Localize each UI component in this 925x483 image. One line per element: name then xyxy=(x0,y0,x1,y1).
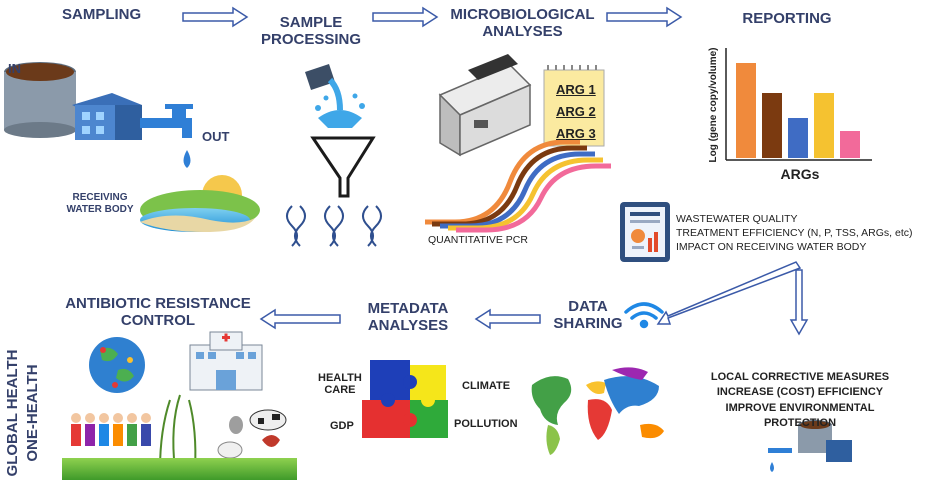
report-item: WASTEWATER QUALITY xyxy=(676,213,798,225)
treatment-plant-icon xyxy=(4,62,142,140)
out-label: OUT xyxy=(202,129,230,144)
outcome-item: IMPROVE ENVIRONMENTAL PROTECTION xyxy=(725,401,875,430)
flow-arrow-5 xyxy=(259,308,341,330)
bar-3 xyxy=(788,118,808,158)
wifi-icon xyxy=(624,302,664,329)
world-map-icon xyxy=(531,367,664,455)
globe-network-icon xyxy=(89,337,145,393)
step-data-sharing: DATA SHARING xyxy=(553,298,623,333)
receiving-water-body-icon xyxy=(140,175,260,232)
pouring-bucket-icon xyxy=(305,64,365,128)
puzzle-label-pollution: POLLUTION xyxy=(454,418,518,430)
puzzle-icon xyxy=(362,360,448,438)
hospital-icon xyxy=(189,331,263,391)
step-sampling: SAMPLING xyxy=(62,6,142,23)
grass-strip xyxy=(62,458,297,480)
small-treatment-plant-icon xyxy=(768,420,852,472)
faucet-icon xyxy=(140,104,193,168)
animals-icon xyxy=(217,409,287,459)
step-sample-processing: SAMPLE PROCESSING xyxy=(260,14,362,49)
outcome-item: INCREASE (COST) EFFICIENCY xyxy=(716,386,884,399)
global-health-label: GLOBAL HEALTH xyxy=(4,349,21,477)
bar-2 xyxy=(762,93,782,158)
flow-arrow-diagonal xyxy=(656,261,809,336)
chart-xlabel: ARGs xyxy=(780,166,820,182)
puzzle-label-health-care: HEALTH CARE xyxy=(318,372,362,396)
dna-icon xyxy=(286,205,382,247)
puzzle-label-gdp: GDP xyxy=(330,420,354,432)
arg-3-label: ARG 3 xyxy=(556,126,596,141)
flow-arrow-3 xyxy=(606,6,683,28)
people-icon xyxy=(71,413,151,446)
report-document-icon xyxy=(620,202,670,262)
flow-arrow-2 xyxy=(372,6,439,28)
arg-1-label: ARG 1 xyxy=(556,82,596,97)
report-item: TREATMENT EFFICIENCY (N, P, TSS, ARGs, e… xyxy=(676,227,913,240)
flow-arrow-1 xyxy=(182,6,249,28)
bar-1 xyxy=(736,63,756,158)
receiving-water-body-label: RECEIVING WATER BODY xyxy=(66,192,134,215)
pcr-machine-icon xyxy=(438,54,532,157)
outcomes-list: LOCAL CORRECTIVE MEASURES INCREASE (COST… xyxy=(690,370,910,432)
step-metadata-analyses: METADATA ANALYSES xyxy=(367,300,449,335)
outcome-item: LOCAL CORRECTIVE MEASURES xyxy=(710,371,890,383)
puzzle-label-climate: CLIMATE xyxy=(462,380,511,392)
one-health-label: ONE-HEALTH xyxy=(24,364,41,462)
report-item: IMPACT ON RECEIVING WATER BODY xyxy=(676,241,867,254)
arg-notepad-icon xyxy=(543,65,605,147)
qpcr-label: QUANTITATIVE PCR xyxy=(428,234,528,246)
qpcr-curves xyxy=(425,139,611,233)
step-antibiotic-resistance-control: ANTIBIOTIC RESISTANCE CONTROL xyxy=(65,295,251,330)
flow-arrow-4 xyxy=(474,308,541,330)
bar-4 xyxy=(814,93,834,158)
funnel-icon xyxy=(310,136,376,198)
report-items-list: WASTEWATER QUALITY TREATMENT EFFICIENCY … xyxy=(676,212,913,255)
in-label: IN xyxy=(8,61,21,76)
bar-5 xyxy=(840,131,860,158)
step-reporting: REPORTING xyxy=(742,10,832,27)
chart-ylabel: Log (gene copy/volume) xyxy=(708,47,719,163)
chart-axes xyxy=(725,48,872,161)
arg-2-label: ARG 2 xyxy=(556,104,596,119)
step-microbiological-analyses: MICROBIOLOGICAL ANALYSES xyxy=(450,6,595,41)
bar-series xyxy=(736,63,860,158)
